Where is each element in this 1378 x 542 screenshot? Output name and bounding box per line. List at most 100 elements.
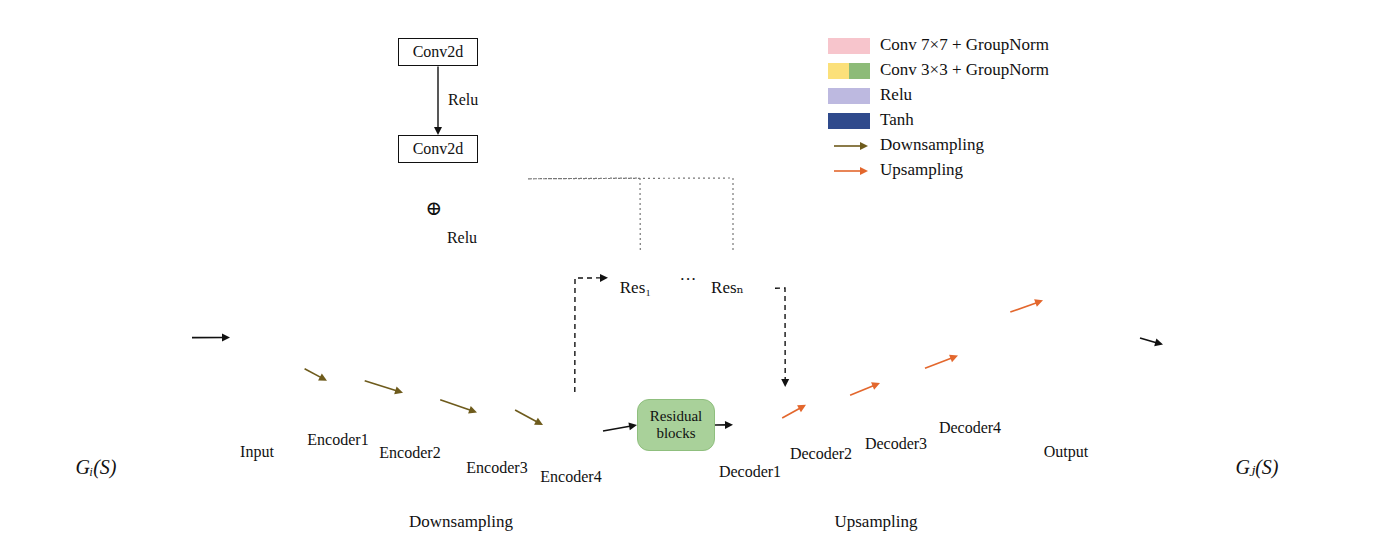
shape: [403, 310, 465, 343]
image-caption: Gᵢ(S): [76, 456, 117, 479]
residual-block-detail: ⊕ReluConv2dConv2d: [355, 0, 528, 263]
shape: [503, 358, 533, 438]
node-text: Res₁: [620, 278, 651, 298]
shape: [327, 253, 392, 303]
shape: [958, 306, 977, 416]
edge-label: Relu: [448, 91, 478, 109]
shape: [831, 385, 834, 440]
shape: [733, 387, 793, 405]
connector: [1010, 299, 1043, 312]
layer-label: Decoder3: [865, 435, 927, 453]
arrowhead: [1154, 338, 1163, 346]
ellipsis-label: ···: [680, 270, 697, 290]
layer-label: Decoder2: [790, 445, 852, 463]
layer-block: Output: [1043, 237, 1140, 435]
block-shape: [880, 322, 940, 427]
shape: [773, 387, 793, 449]
layer-label: Encoder2: [379, 444, 440, 462]
layer-block: Encoder4: [543, 392, 603, 452]
layer-block: Encoder3: [477, 358, 533, 438]
shape: [1062, 292, 1065, 435]
shape: [880, 322, 940, 355]
shape: [733, 405, 770, 449]
arrowhead: [600, 274, 608, 282]
node-text: Residual blocks: [638, 408, 714, 443]
shape: [899, 355, 902, 427]
shape: [425, 310, 465, 425]
connector-line: [775, 288, 785, 381]
layer-label: Encoder4: [540, 468, 601, 486]
arrowhead: [394, 387, 403, 395]
shape: [230, 297, 246, 435]
layer-block: Encoder2: [403, 310, 465, 425]
connector: [715, 421, 733, 429]
shape: [700, 268, 755, 308]
shape: [250, 240, 335, 435]
conv-box: Conv2d: [398, 38, 478, 66]
node-text: Conv2d: [399, 140, 477, 158]
arrowhead: [725, 421, 733, 429]
block-shape: [806, 360, 864, 440]
shape: [327, 303, 344, 421]
connector: [528, 178, 640, 250]
connector: [925, 355, 958, 369]
connector-line: [528, 178, 640, 250]
shape: [403, 343, 422, 425]
legend-swatch-part: [849, 63, 870, 79]
connector: [575, 274, 608, 392]
brace: [300, 482, 622, 506]
connector: [434, 66, 442, 135]
connector: [850, 382, 880, 395]
arrowhead: [797, 405, 806, 412]
connector-line: [850, 385, 874, 395]
legend-text: Tanh: [880, 111, 914, 130]
connector-line: [782, 408, 801, 418]
legend-arrowhead: [860, 167, 868, 175]
connector: [192, 334, 230, 342]
connector-line: [305, 369, 322, 378]
layer-block: Decoder4: [958, 261, 1025, 416]
arrowhead: [628, 422, 637, 430]
shape: [1065, 237, 1140, 435]
shape: [608, 268, 663, 308]
legend-arrow: [834, 170, 862, 172]
legend-text: Conv 3×3 + GroupNorm: [880, 61, 1049, 80]
connector-line: [603, 426, 631, 431]
shape: [806, 360, 864, 385]
connector-line: [192, 337, 224, 339]
residual-inset-panel: [355, 0, 528, 263]
shape: [1043, 292, 1060, 435]
legend-swatch: [828, 38, 870, 54]
layer-label: Encoder3: [466, 459, 527, 477]
shape: [344, 303, 347, 421]
block-shape: [958, 261, 1025, 416]
arrowhead: [468, 406, 477, 414]
connector: [365, 381, 403, 394]
connector: [305, 369, 327, 381]
res-cube: Resₙ: [700, 250, 775, 308]
block-shape: [733, 387, 793, 449]
shape: [880, 355, 899, 427]
arrowhead: [949, 355, 958, 362]
block-shape: [1043, 237, 1140, 435]
connector-line: [528, 178, 733, 250]
shape: [422, 343, 425, 425]
arrowhead: [222, 334, 230, 342]
legend-arrowhead: [860, 142, 868, 150]
shape: [500, 383, 503, 438]
arrowhead: [534, 418, 543, 425]
shape: [700, 250, 775, 268]
connector-line: [1140, 338, 1157, 343]
shape: [806, 385, 831, 440]
shape: [246, 297, 250, 435]
legend-swatches: [820, 30, 880, 210]
res-cube: Res₁: [608, 250, 683, 308]
shape: [770, 405, 773, 449]
connector: [782, 405, 806, 418]
layer-block: Encoder1: [327, 253, 392, 421]
shape: [543, 392, 603, 410]
connector: [775, 288, 789, 387]
layer-block: Input: [230, 240, 335, 435]
connector-line: [440, 400, 471, 411]
connector-line: [365, 381, 398, 391]
